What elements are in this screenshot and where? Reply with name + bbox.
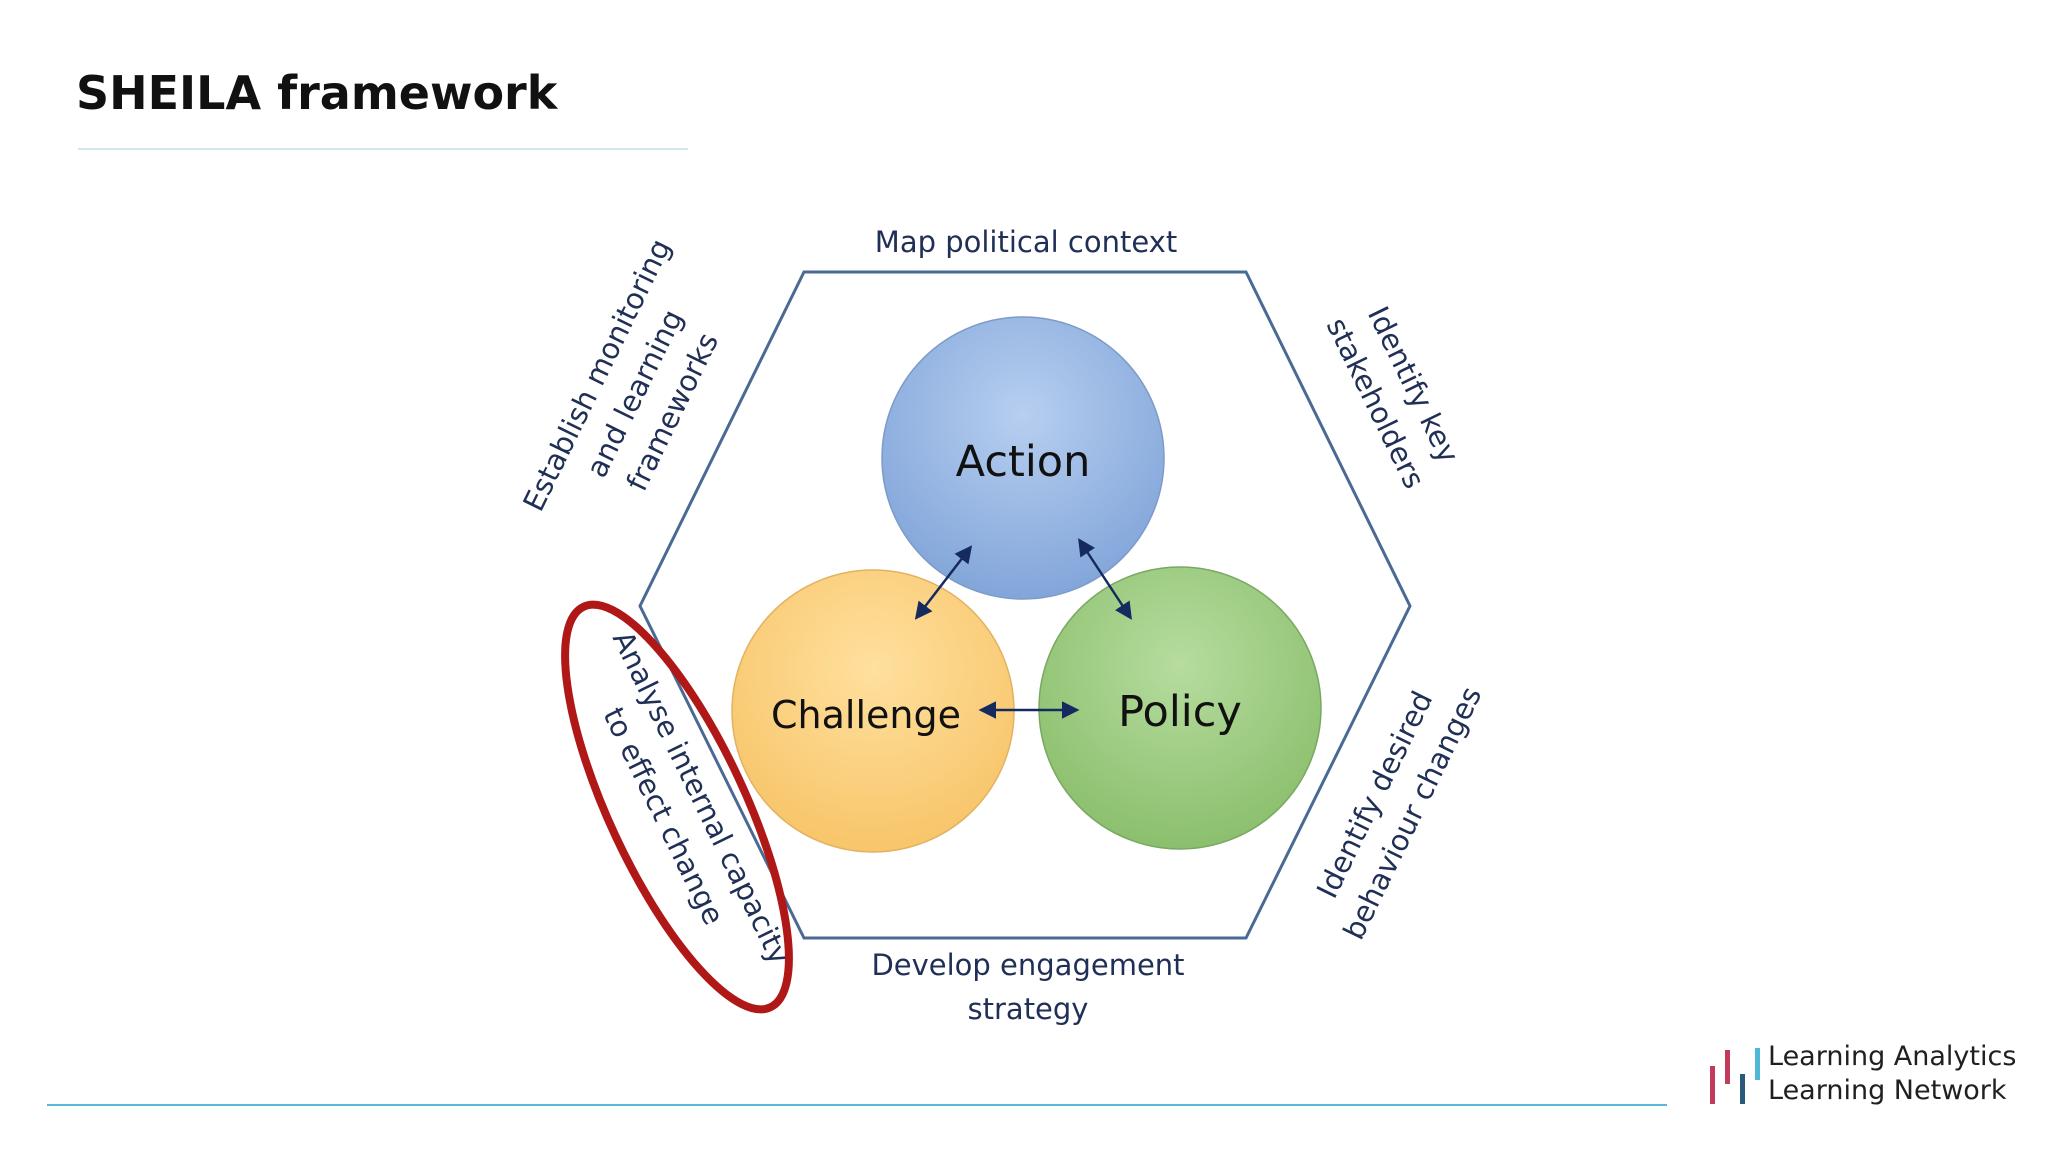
policy-label: Policy (1118, 687, 1242, 737)
logo-line1: Learning Analytics (1768, 1041, 2017, 1072)
title-divider (78, 148, 688, 150)
logo-bars-icon (1710, 1048, 1760, 1104)
footer-divider (47, 1104, 1667, 1106)
action-circle (881, 316, 1165, 600)
edge-label-bottom-line1: Develop engagement (871, 948, 1184, 982)
hexagon-outline (638, 270, 1412, 940)
learning-analytics-logo: Learning Analytics Learning Network (1700, 1040, 2030, 1110)
highlight-ellipse (561, 600, 793, 1014)
slide-title: SHEILA framework (76, 66, 558, 120)
action-label: Action (956, 437, 1091, 487)
arrow-action-challenge (914, 545, 973, 620)
edge-label-top: Map political context (875, 225, 1177, 259)
edge-label-bottom-line2: strategy (968, 992, 1089, 1026)
logo-line2: Learning Network (1768, 1075, 2007, 1106)
arrow-action-policy (1078, 538, 1132, 620)
challenge-label: Challenge (771, 693, 961, 737)
